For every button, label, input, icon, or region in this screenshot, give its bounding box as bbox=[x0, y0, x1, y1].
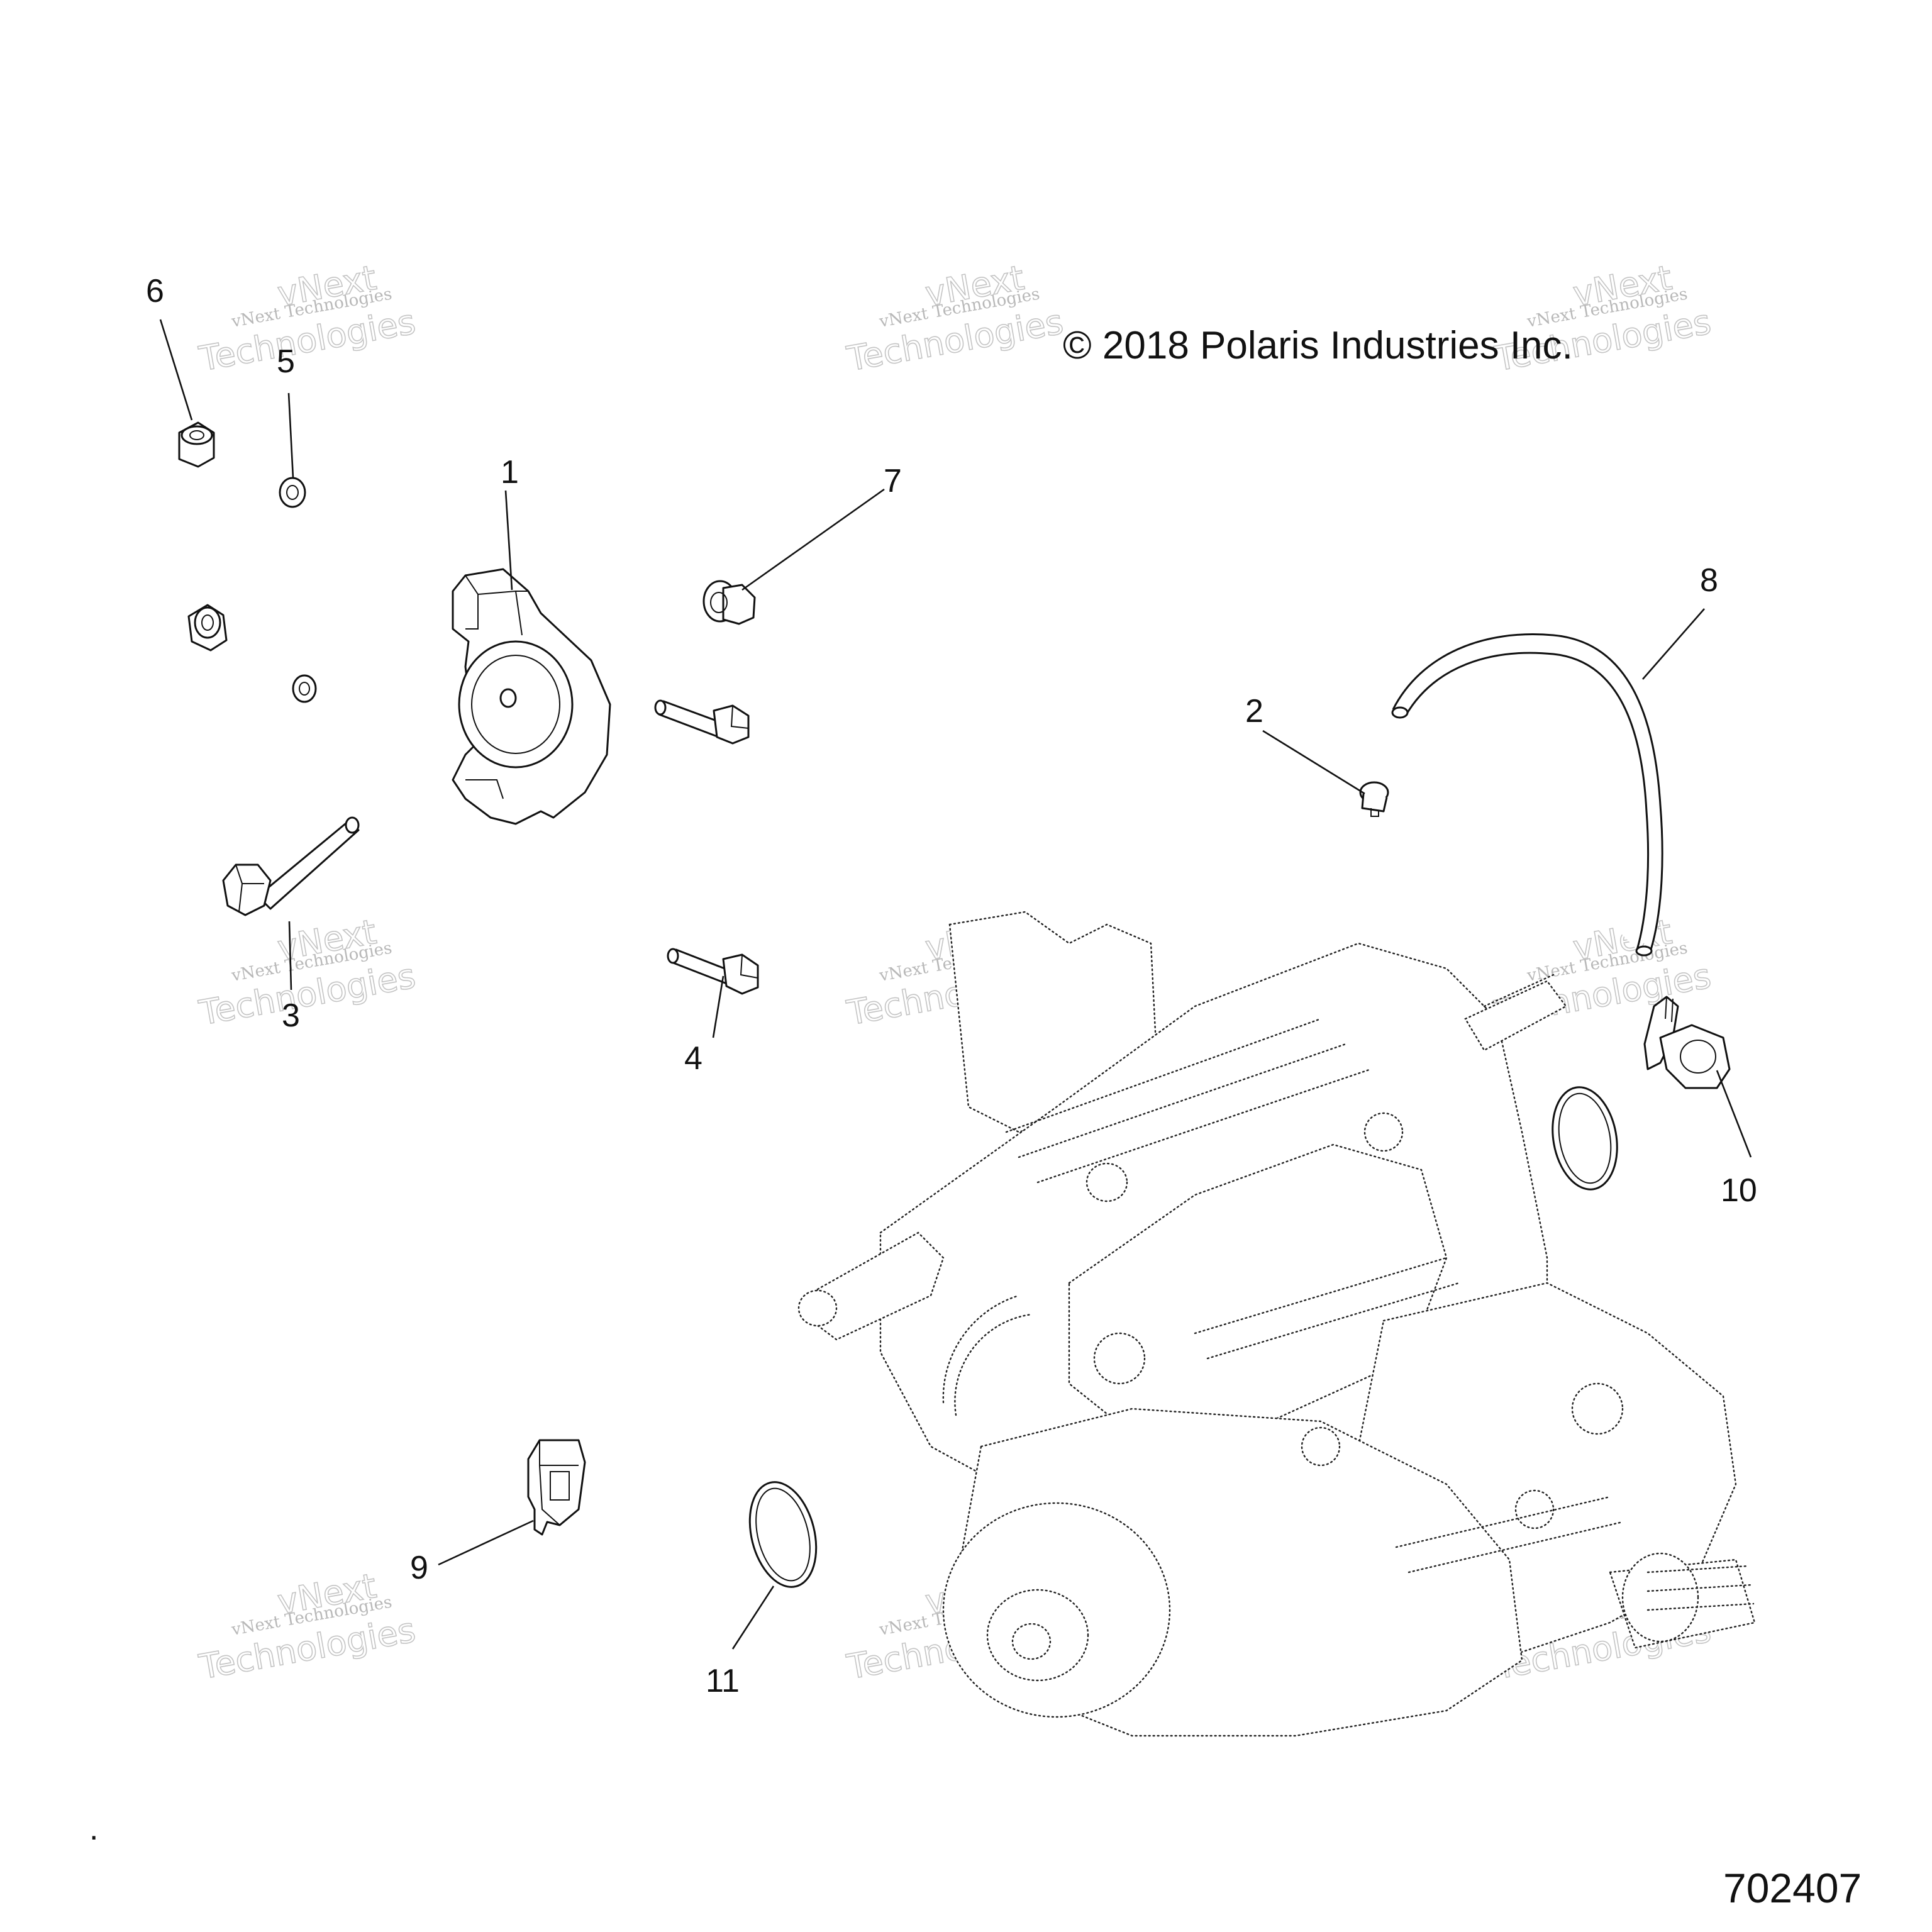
callout-8: 8 bbox=[1700, 562, 1718, 599]
callout-2: 2 bbox=[1245, 693, 1263, 730]
leader-line-2 bbox=[1262, 730, 1365, 795]
vent-fitting-icon bbox=[1643, 996, 1731, 1089]
watermark: vNext Technologies vNext Technologies bbox=[196, 1565, 419, 1687]
leader-line-7 bbox=[741, 488, 885, 591]
leader-line-8 bbox=[1642, 608, 1705, 680]
callout-5: 5 bbox=[277, 343, 295, 380]
copyright-text: © 2018 Polaris Industries Inc. bbox=[1063, 324, 1573, 367]
o-ring-icon bbox=[1552, 1086, 1618, 1191]
leader-line-10 bbox=[1716, 1070, 1752, 1158]
long-bolt-icon bbox=[222, 816, 360, 916]
transmission-housing-icon bbox=[797, 911, 1756, 1737]
leader-line-6 bbox=[159, 319, 193, 421]
nut-icon bbox=[187, 604, 228, 652]
callout-numbers: 1 2 3 4 5 6 7 8 9 10 11 bbox=[146, 273, 1757, 1699]
plug-icon bbox=[702, 580, 756, 625]
watermark: vNext Technologies vNext Technologies bbox=[843, 257, 1067, 379]
corner-mark: . bbox=[89, 1811, 98, 1847]
watermark: vNext Technologies vNext Technologies bbox=[196, 257, 419, 379]
callout-4: 4 bbox=[684, 1040, 702, 1077]
leader-line-1 bbox=[504, 490, 513, 591]
leader-line-11 bbox=[731, 1585, 775, 1650]
bolt-icon bbox=[654, 699, 750, 745]
callout-7: 7 bbox=[884, 463, 902, 499]
hose-clamp-icon bbox=[1359, 781, 1389, 817]
nut-icon bbox=[178, 421, 215, 468]
connector-clip-icon bbox=[527, 1439, 586, 1536]
drawing-number: 702407 bbox=[1723, 1865, 1862, 1911]
watermark: vNext Technologies vNext Technologies bbox=[196, 911, 419, 1033]
leader-line-3 bbox=[288, 921, 292, 991]
callout-6: 6 bbox=[146, 273, 164, 309]
leader-line-5 bbox=[287, 392, 294, 479]
washer-icon bbox=[279, 477, 306, 508]
gear-sensor-icon bbox=[452, 568, 611, 825]
washer-icon bbox=[292, 674, 317, 703]
callout-9: 9 bbox=[410, 1550, 428, 1586]
leader-line-9 bbox=[438, 1519, 534, 1566]
callout-11: 11 bbox=[706, 1663, 740, 1699]
callout-3: 3 bbox=[282, 997, 300, 1034]
leader-lines bbox=[159, 319, 1752, 1650]
callout-1: 1 bbox=[501, 454, 519, 491]
vent-hose-icon bbox=[1391, 633, 1663, 957]
leader-line-4 bbox=[712, 975, 724, 1038]
bolt-icon bbox=[667, 948, 759, 995]
callout-10: 10 bbox=[1721, 1172, 1757, 1209]
o-ring-icon bbox=[748, 1481, 818, 1588]
